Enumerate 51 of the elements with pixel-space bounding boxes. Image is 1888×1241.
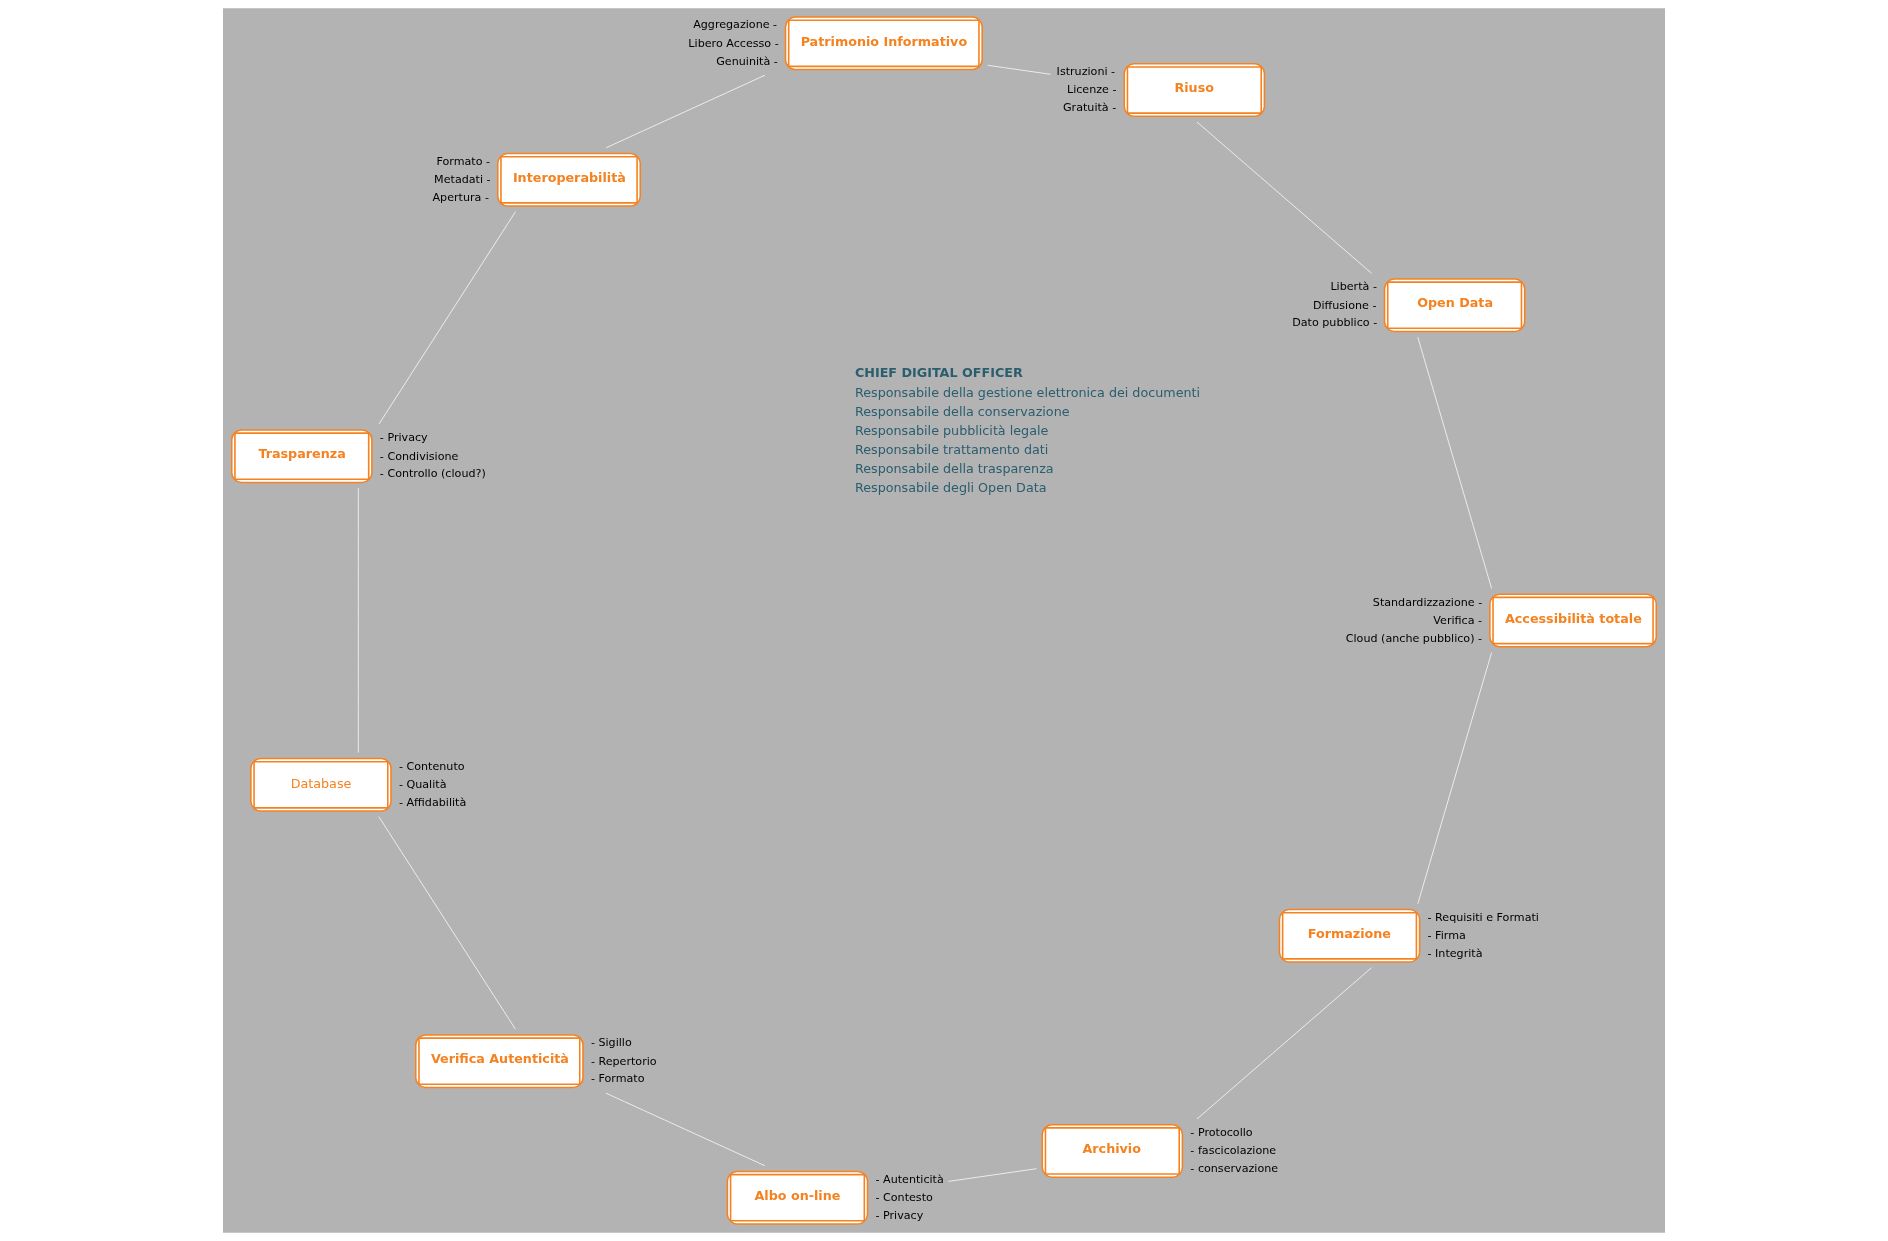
node-label: - Autenticità — [875, 1172, 944, 1186]
label: Responsabile della gestione elettronica dei documenti — [854, 384, 1201, 400]
node-label: Libertà - — [1330, 280, 1377, 294]
node-label: Licenze - — [1066, 83, 1117, 97]
node-label: - Condivisione — [379, 449, 459, 463]
node-label: - Repertorio — [590, 1054, 657, 1068]
node-label: - conservazione — [1190, 1162, 1279, 1176]
connector — [948, 1168, 1038, 1182]
connector — [378, 816, 516, 1030]
node-label: - Controllo (cloud?) — [379, 467, 486, 481]
node-label: - Contenuto — [398, 759, 465, 773]
node-label: Standardizzazione - — [1372, 595, 1483, 609]
label: Responsabile degli Open Data — [854, 480, 1047, 496]
node-label: - Requisiti e Formati — [1427, 910, 1539, 924]
node-label: - Protocollo — [1190, 1125, 1253, 1139]
connector — [1417, 336, 1493, 589]
node-label: - fascicolazione — [1190, 1144, 1277, 1158]
label: Responsabile della conservazione — [854, 403, 1070, 419]
node-label: - Contesto — [875, 1191, 933, 1205]
node-label: Formato - — [436, 154, 491, 168]
label: Responsabile della trasparenza — [854, 461, 1054, 477]
connector — [605, 74, 766, 149]
connector — [605, 1092, 766, 1167]
label: Responsabile pubblicità legale — [854, 422, 1049, 438]
connector — [987, 64, 1052, 75]
node-label: Genuinità - — [716, 54, 778, 68]
connector — [1196, 121, 1372, 274]
label: Responsabile trattamento dati — [854, 441, 1049, 457]
node-label: Istruzioni - — [1056, 65, 1116, 79]
node-label: Gratuità - — [1062, 101, 1117, 115]
node-label: - Affidabilità — [398, 796, 467, 810]
node-label: - Firma — [1427, 929, 1466, 943]
node-label: Metadati - — [434, 173, 491, 187]
node-label: Libero Accesso - — [688, 36, 779, 50]
node-label: - Integrità — [1427, 947, 1483, 961]
connector — [357, 487, 359, 754]
node-label: Dato pubblico - — [1292, 316, 1378, 330]
node-label: Verifica - — [1433, 613, 1483, 627]
node-label: - Sigillo — [590, 1036, 632, 1050]
node-label: - Privacy — [875, 1208, 924, 1222]
connector — [1417, 652, 1493, 905]
node-label: - Qualità — [398, 778, 447, 792]
node-label: Diffusione - — [1312, 298, 1377, 312]
node-label: Apertura - — [432, 191, 489, 205]
label: CHIEF DIGITAL OFFICER — [854, 364, 1023, 380]
node-label: Aggregazione - — [693, 18, 778, 32]
node-label: - Formato — [590, 1072, 645, 1086]
node-label: - Privacy — [379, 431, 428, 445]
connector — [1196, 967, 1372, 1120]
node-label: Cloud (anche pubblico) - — [1345, 631, 1483, 645]
connector — [378, 211, 516, 425]
